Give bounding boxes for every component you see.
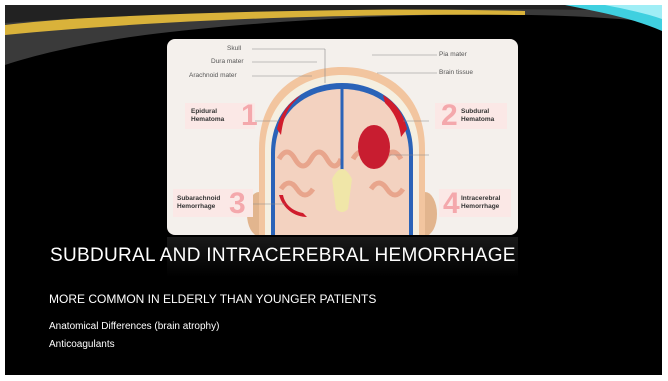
label-intracerebral-hemorrhage: Intracerebral Hemorrhage [461,195,500,211]
bullet-item-2: Anticoagulants [49,339,115,350]
number-3: 3 [229,187,246,221]
label-arachnoid-mater: Arachnoid mater [189,72,237,79]
number-2: 2 [441,99,458,133]
number-4: 4 [443,187,460,221]
label-epidural-hematoma: Epidural Hematoma [191,108,224,124]
slide: Skull Dura mater Arachnoid mater Pia mat… [5,5,662,375]
label-subdural-hematoma: Subdural Hematoma [461,108,494,124]
label-pia-mater: Pia mater [439,51,467,58]
slide-subtitle: MORE COMMON IN ELDERLY THAN YOUNGER PATI… [49,292,376,306]
slide-title: SUBDURAL AND INTRACEREBRAL HEMORRHAGE [50,245,516,267]
brain-hemorrhage-diagram: Skull Dura mater Arachnoid mater Pia mat… [167,39,518,235]
label-subarachnoid-hemorrhage: Subarachnoid Hemorrhage [177,195,220,211]
bullet-item-1: Anatomical Differences (brain atrophy) [49,321,219,332]
label-brain-tissue: Brain tissue [439,69,473,76]
label-skull: Skull [227,45,241,52]
label-dura-mater: Dura mater [211,58,244,65]
number-1: 1 [241,99,258,133]
